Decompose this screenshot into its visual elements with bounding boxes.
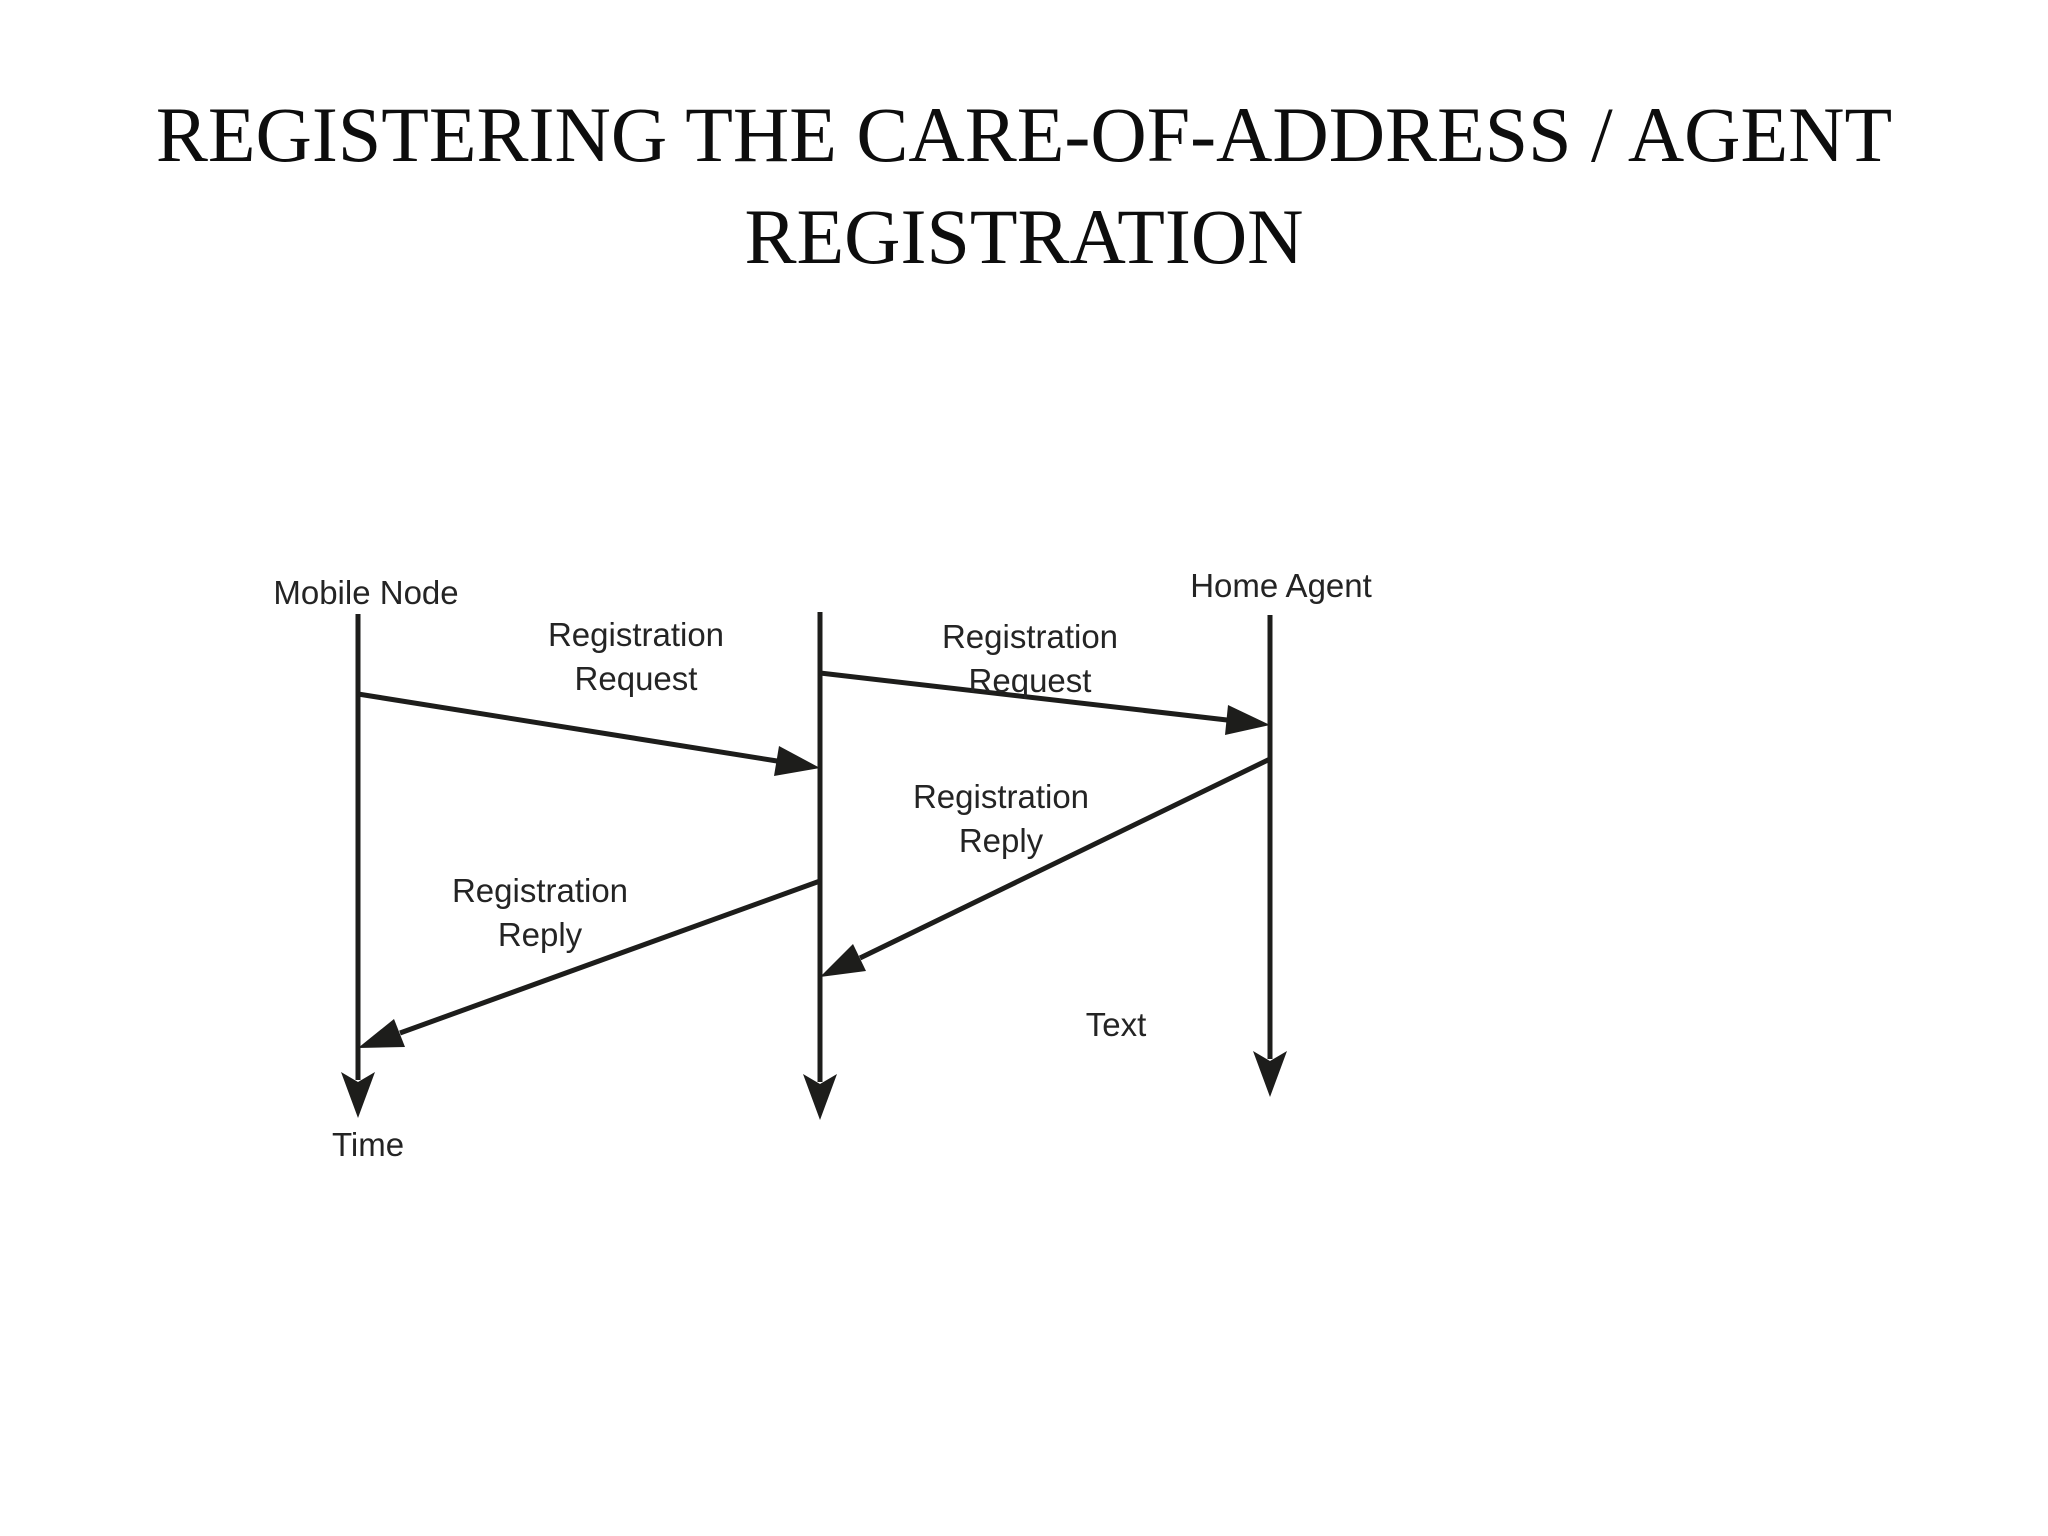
message-request-fa-to-ha-arrowhead-icon bbox=[1225, 705, 1270, 735]
slide-title-line2: REGISTRATION bbox=[744, 193, 1304, 281]
message-reply-fa-to-mn bbox=[399, 878, 821, 1036]
lifeline-mobile-node-arrowhead-icon bbox=[341, 1072, 375, 1118]
reply-fa-mn-label-line1: Registration bbox=[452, 872, 628, 909]
message-reply-ha-to-fa bbox=[858, 756, 1272, 961]
slide-title-line1: REGISTERING THE CARE-OF-ADDRESS / AGENT bbox=[155, 91, 1893, 178]
request-fa-ha-label-line2: Request bbox=[969, 662, 1092, 699]
time-axis-label: Time bbox=[332, 1126, 404, 1163]
text-annotation-label: Text bbox=[1086, 1006, 1147, 1043]
reply-ha-fa-label-line2: Reply bbox=[959, 822, 1044, 859]
message-reply-fa-to-mn-arrowhead-icon bbox=[358, 1019, 405, 1048]
message-request-mn-to-fa bbox=[357, 691, 778, 764]
slide-title: REGISTERING THE CARE-OF-ADDRESS / AGENT … bbox=[0, 84, 2048, 288]
message-request-mn-to-fa-arrowhead-icon bbox=[774, 746, 820, 776]
message-request-fa-to-ha bbox=[819, 670, 1228, 723]
lifeline-middle-agent-arrowhead-icon bbox=[803, 1074, 837, 1120]
request-mn-fa-label-line1: Registration bbox=[548, 616, 724, 653]
request-fa-ha-label-line1: Registration bbox=[942, 618, 1118, 655]
reply-fa-mn-label-line2: Reply bbox=[498, 916, 583, 953]
home-agent-label: Home Agent bbox=[1190, 567, 1372, 604]
request-mn-fa-label-line2: Request bbox=[575, 660, 698, 697]
mobile-node-label: Mobile Node bbox=[273, 574, 458, 611]
message-reply-ha-to-fa-arrowhead-icon bbox=[820, 944, 866, 977]
lifeline-home-agent-arrowhead-icon bbox=[1253, 1051, 1287, 1097]
reply-ha-fa-label-line1: Registration bbox=[913, 778, 1089, 815]
